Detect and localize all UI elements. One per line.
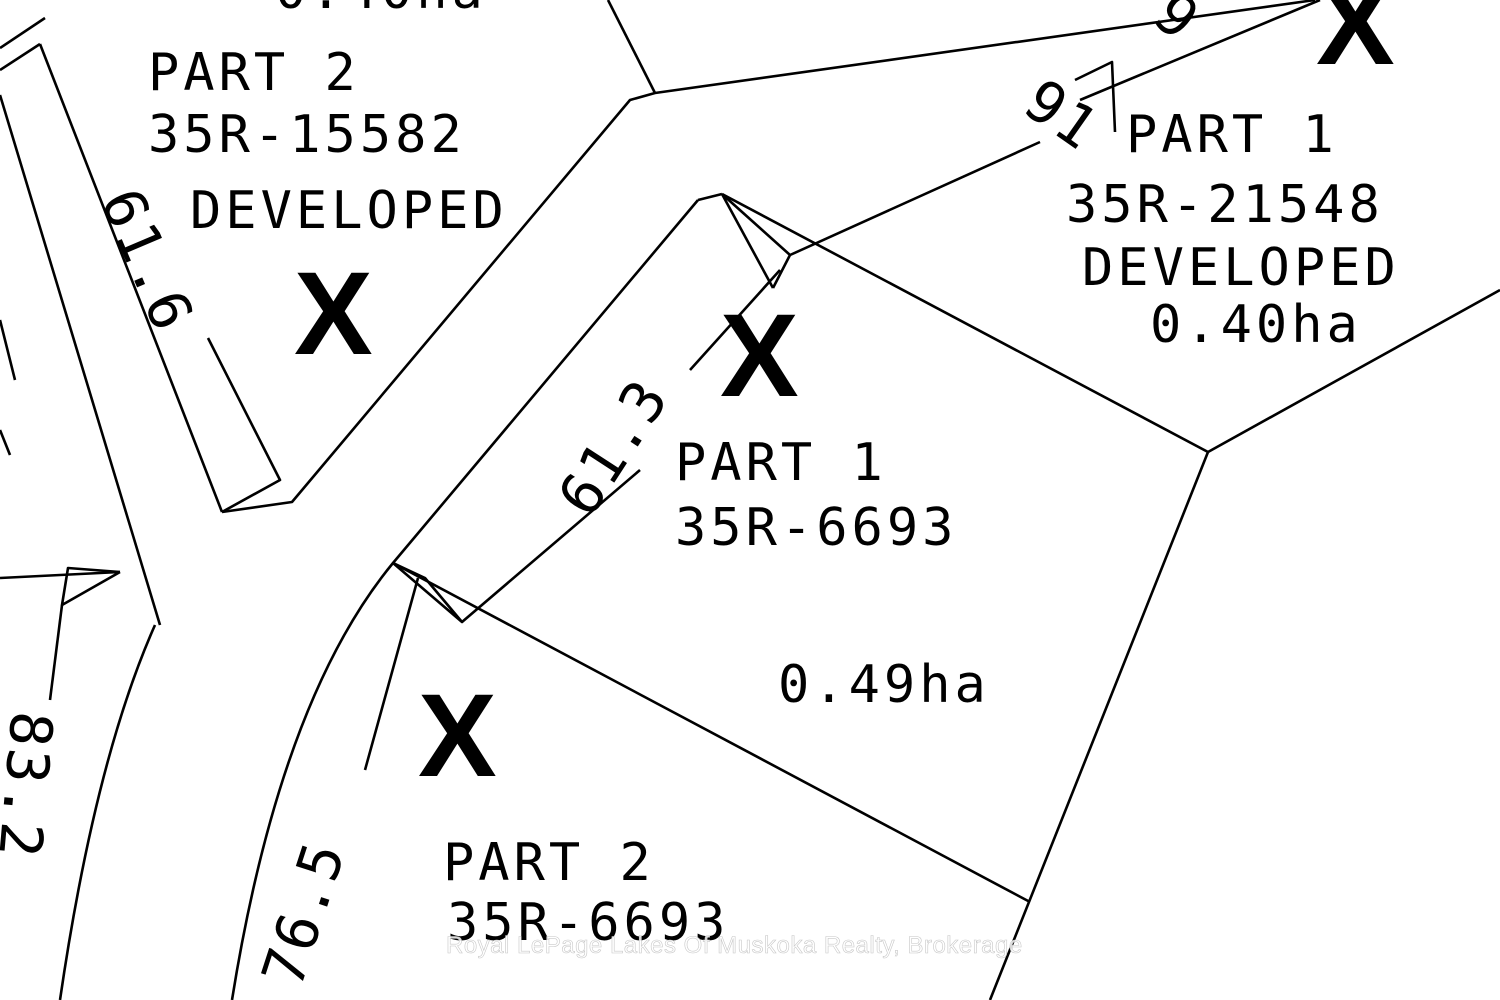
dimension-leader-91 bbox=[789, 140, 1041, 257]
boundary-line bbox=[0, 429, 12, 456]
dimension-leader-765 bbox=[363, 577, 420, 771]
parcel-labels: 0.40ha PART 2 35R-15582 DEVELOPED PART 1… bbox=[148, 0, 1400, 953]
road-edge-curve-east bbox=[230, 199, 699, 1000]
dimension-label-613: 61.3 bbox=[545, 367, 682, 528]
x-marker-south: X bbox=[418, 670, 497, 802]
lot-line-ne bbox=[1207, 288, 1500, 454]
dimension-leader-613-upper bbox=[689, 269, 781, 371]
boundary-line bbox=[606, 0, 657, 94]
boundary-line bbox=[38, 43, 224, 513]
road-edge-north bbox=[221, 0, 1316, 514]
plan-label-south: 35R-6693 bbox=[447, 893, 729, 953]
dimension-leader-613-lower bbox=[461, 469, 641, 623]
boundary-line bbox=[0, 16, 46, 50]
lot-line-center-north bbox=[721, 192, 1209, 454]
arrowhead bbox=[721, 193, 792, 289]
dimension-leaders bbox=[48, 0, 1321, 771]
x-markers: X X X X bbox=[294, 0, 1395, 802]
plan-label-ne: 35R-21548 bbox=[1066, 175, 1384, 235]
boundary-line bbox=[697, 192, 723, 202]
part-label-south: PART 2 bbox=[443, 833, 655, 893]
lot-line-center-south bbox=[392, 561, 1031, 904]
area-label-ne: 0.40ha bbox=[1150, 295, 1362, 355]
road-edge-west bbox=[0, 94, 162, 626]
area-label-center: 0.49ha bbox=[778, 655, 990, 715]
dimension-leader-91-upper bbox=[1079, 0, 1321, 102]
boundary-line bbox=[0, 42, 41, 72]
dimension-label-765: 76.5 bbox=[249, 833, 359, 994]
x-marker-ne: X bbox=[1316, 0, 1395, 90]
part-label-nw: PART 2 bbox=[148, 43, 360, 103]
status-label-ne: DEVELOPED bbox=[1082, 238, 1400, 298]
x-marker-center: X bbox=[720, 290, 799, 422]
part-label-ne: PART 1 bbox=[1126, 105, 1338, 165]
lot-line-center-east bbox=[988, 451, 1210, 1000]
arrowhead bbox=[60, 566, 121, 607]
road-edge-curve-west bbox=[58, 624, 157, 1000]
dimension-leader-616 bbox=[206, 337, 282, 514]
dimension-label-top-right: 9 bbox=[1141, 0, 1213, 54]
boundary-line bbox=[0, 570, 121, 580]
arrowhead bbox=[392, 561, 464, 624]
area-label-top-left: 0.40ha bbox=[275, 0, 487, 21]
plan-label-nw: 35R-15582 bbox=[148, 105, 466, 165]
plan-label-center: 35R-6693 bbox=[675, 498, 957, 558]
arrowhead bbox=[720, 193, 775, 289]
boundary-line bbox=[1074, 60, 1117, 133]
dimension-leader-832 bbox=[48, 604, 64, 701]
part-label-center: PART 1 bbox=[675, 433, 887, 493]
boundary-line bbox=[0, 319, 17, 381]
brokerage-watermark: Royal LePage Lakes Of Muskoka Realty, Br… bbox=[446, 932, 1023, 959]
x-marker-nw: X bbox=[294, 248, 373, 380]
status-label-nw: DEVELOPED bbox=[190, 181, 508, 241]
dimension-label-832: 83.2 bbox=[0, 709, 66, 862]
